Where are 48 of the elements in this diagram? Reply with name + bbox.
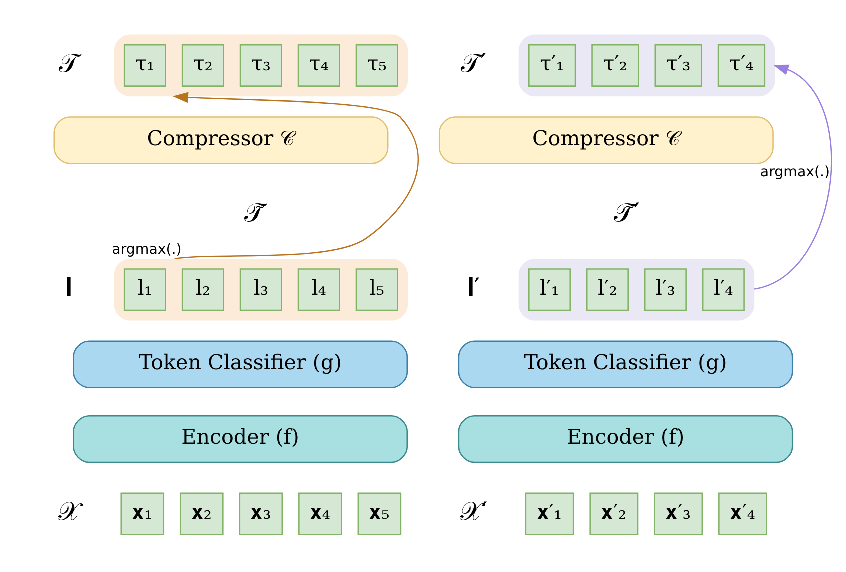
node-box: τ₅	[356, 44, 398, 87]
edge-label: argmax(.)	[112, 242, 182, 258]
node-box: τ′₂	[592, 44, 640, 87]
node-box: Encoder (f)	[458, 415, 794, 464]
cluster	[114, 34, 408, 97]
node-box: 𝐱₃	[239, 492, 284, 536]
node-box: 𝐱′₁	[525, 492, 574, 536]
arrow	[754, 64, 832, 290]
node-box: Compressor 𝒞	[54, 116, 389, 164]
node-box: l₄	[298, 268, 340, 312]
node-box: 𝐱′₂	[590, 492, 639, 536]
node-box: Token Classifier (g)	[458, 340, 794, 388]
cluster	[518, 34, 776, 97]
node-box: τ₃	[240, 44, 282, 87]
label: 𝒳′	[460, 497, 488, 528]
arrow	[172, 92, 419, 260]
node-box: τ′₁	[528, 44, 576, 87]
node-box: τ′₃	[654, 44, 702, 87]
node-box: 𝐱₄	[298, 492, 342, 536]
node-box: 𝐱₁	[120, 492, 165, 536]
node-box: Compressor 𝒞	[438, 116, 774, 164]
edge-label: argmax(.)	[760, 164, 830, 180]
node-box: l′₁	[528, 268, 572, 312]
cluster	[114, 258, 408, 321]
label: 𝒯̃	[244, 198, 265, 229]
node-box: τ₁	[124, 44, 166, 87]
node-box: τ₄	[298, 44, 340, 87]
node-box: l′₄	[702, 268, 745, 312]
node-box: l′₃	[644, 268, 687, 312]
node-box: l₁	[124, 268, 166, 312]
node-box: 𝐱₂	[180, 492, 224, 536]
node-box: l′₂	[586, 268, 629, 312]
node-box: τ′₄	[718, 44, 766, 87]
node-label: 𝐥	[66, 273, 73, 304]
node-box: l₂	[182, 268, 224, 312]
node-box: l₅	[356, 268, 398, 312]
node-box: τ₂	[182, 44, 224, 87]
node-label: 𝐥′	[467, 273, 480, 304]
node-label: 𝒯	[59, 49, 80, 80]
label: 𝒯̃′	[614, 198, 640, 229]
node-box: l₃	[240, 268, 282, 312]
cluster	[518, 258, 755, 321]
node-box: 𝐱′₄	[718, 492, 768, 536]
node-box: Encoder (f)	[73, 415, 408, 464]
node-box: 𝐱₅	[358, 492, 402, 536]
node-box: Token Classifier (g)	[73, 340, 408, 388]
node-label: 𝒯′	[460, 49, 487, 80]
node-box: 𝐱′₃	[654, 492, 704, 536]
